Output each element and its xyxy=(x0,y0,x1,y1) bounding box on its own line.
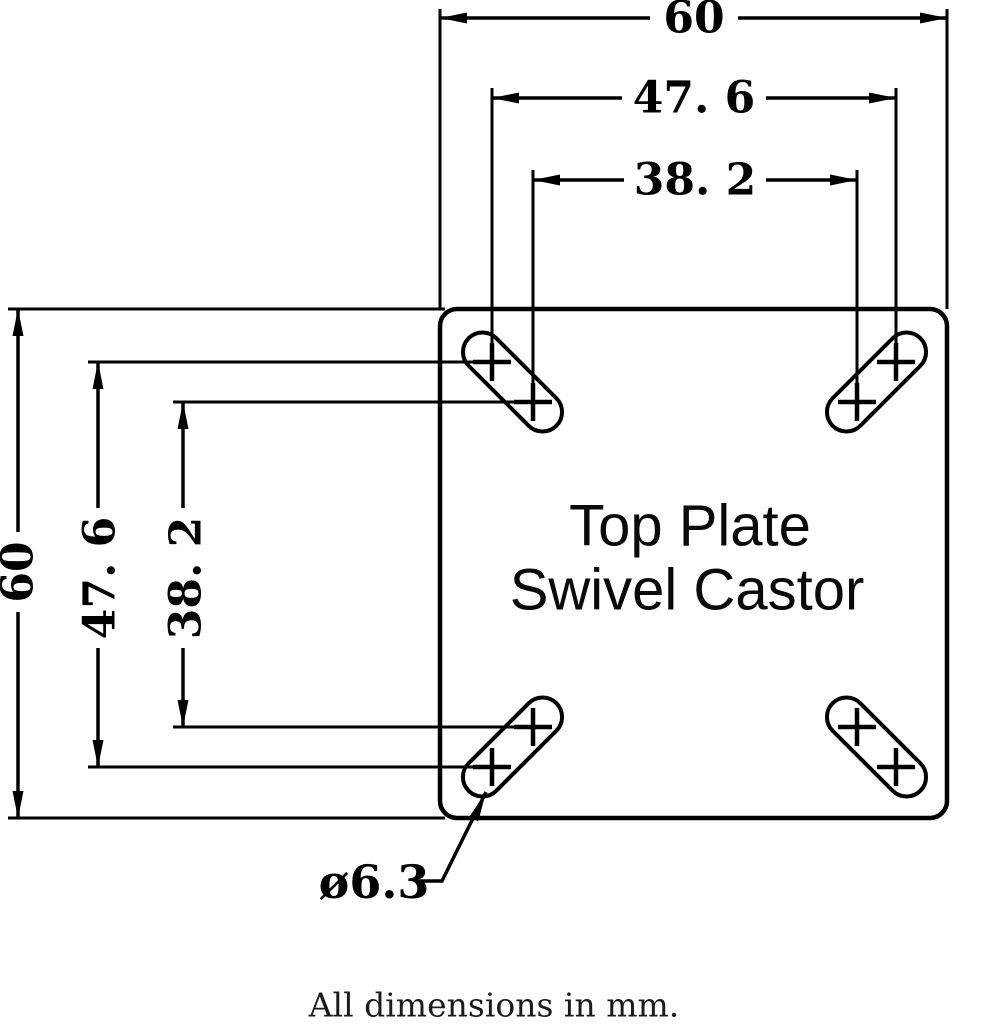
arrowhead-top-476-left xyxy=(492,92,519,104)
slot-bottom-right xyxy=(824,695,929,799)
extension-lines xyxy=(8,9,949,820)
cross-bottom-left-outer xyxy=(473,748,511,786)
slot-bottom-left xyxy=(460,695,565,799)
cross-top-left-inner xyxy=(514,383,552,421)
cross-top-left-outer xyxy=(473,343,511,381)
footer-note: All dimensions in mm. xyxy=(308,986,680,1024)
dim-label-width-overall: 60 xyxy=(663,0,724,44)
slot-top-right xyxy=(824,330,929,434)
arrowhead-left-476-top xyxy=(92,362,104,389)
arrowhead-top-60-left xyxy=(440,12,467,24)
slotted-holes xyxy=(460,330,929,799)
dim-label-width-inner-holes: 38. 2 xyxy=(634,155,756,206)
dim-label-height-overall: 60 xyxy=(0,541,44,602)
arrowhead-left-60-bottom xyxy=(12,791,24,818)
cross-top-right-outer xyxy=(877,343,915,381)
plate-title: Top Plate Swivel Castor xyxy=(510,494,865,623)
arrowhead-left-60-top xyxy=(12,309,24,336)
dimension-lines xyxy=(12,12,947,818)
arrowhead-top-60-right xyxy=(920,12,947,24)
arrowhead-top-382-left xyxy=(533,174,560,186)
cross-bottom-right-inner xyxy=(838,708,876,746)
arrowhead-left-382-bottom xyxy=(177,700,189,727)
slot-top-left xyxy=(460,330,565,434)
hole-diameter-callout: ø6.3 xyxy=(319,791,488,909)
hole-center-crosses xyxy=(473,343,915,786)
leader-line xyxy=(417,791,488,883)
arrowhead-top-476-right xyxy=(869,92,896,104)
cross-bottom-right-outer xyxy=(877,748,915,786)
dim-label-height-outer-holes: 47. 6 xyxy=(75,517,126,639)
arrowhead-left-476-bottom xyxy=(92,740,104,767)
plate-title-line2: Swivel Castor xyxy=(510,558,865,623)
cross-bottom-left-inner xyxy=(514,708,552,746)
dimension-labels: 60 47. 6 38. 2 60 47. 6 38. 2 xyxy=(0,0,756,639)
cross-top-right-inner xyxy=(838,383,876,421)
plate-outline xyxy=(437,306,950,821)
plate-body xyxy=(437,306,950,821)
dim-label-height-inner-holes: 38. 2 xyxy=(161,517,212,639)
arrowhead-top-382-right xyxy=(830,174,857,186)
leader-arrowhead xyxy=(469,792,486,822)
plate-title-line1: Top Plate xyxy=(569,494,811,559)
arrowhead-left-382-top xyxy=(177,402,189,429)
hole-diameter-label: ø6.3 xyxy=(319,855,430,909)
dim-label-width-outer-holes: 47. 6 xyxy=(633,73,755,124)
